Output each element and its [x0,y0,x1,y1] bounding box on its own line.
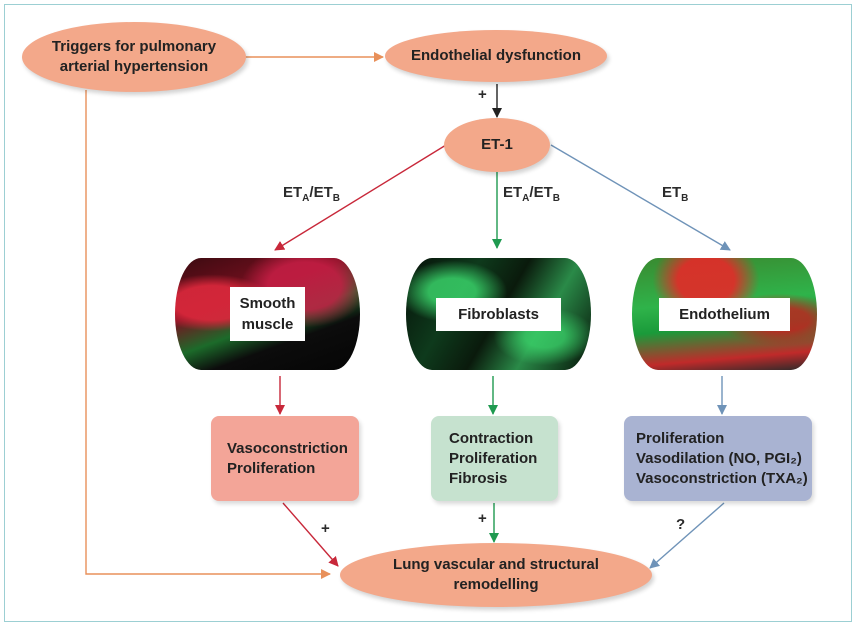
endothelium-label: Endothelium [659,297,790,331]
effect-contraction: Contraction [449,429,534,447]
endothelium-effects-box: Proliferation Vasodilation (NO, PGI₂) Va… [624,416,812,501]
remodelling-node: Lung vascular and structural remodelling [340,543,652,607]
effect-proliferation: Proliferation [227,459,316,477]
arrow-triggers-to-remodelling [85,90,331,579]
et1-node: ET-1 [444,118,550,172]
effect-proliferation: Proliferation [636,429,725,447]
fibroblasts-label: Fibroblasts [436,297,561,331]
plus-sign-center: + [478,510,487,527]
smooth-muscle-image: Smooth muscle [175,258,360,370]
arrow-et1-to-smooth-muscle [274,144,447,251]
endothelial-dysfunction-label: Endothelial dysfunction [410,47,581,64]
triggers-node: Triggers for pulmonary arterial hyperten… [22,22,246,92]
smooth-muscle-label: Smooth muscle [229,287,306,341]
remodelling-line-2: remodelling [453,576,539,593]
receptor-label-left: ETA/ETB [283,184,340,204]
arrow-et1-to-endothelium [550,144,731,251]
endothelial-dysfunction-node: Endothelial dysfunction [385,30,607,82]
effect-fibrosis: Fibrosis [449,469,508,487]
diagram-frame [4,4,852,622]
effect-vasoconstriction: Vasoconstriction [227,439,348,457]
smooth-muscle-effects-box: Vasoconstriction Proliferation [211,416,359,501]
effect-proliferation: Proliferation [449,449,538,467]
remodelling-line-1: Lung vascular and structural [393,556,599,573]
effect-vasoconstriction: Vasoconstriction (TXA₂) [636,469,808,487]
question-sign: ? [676,516,686,533]
plus-sign-left: + [321,520,330,537]
plus-sign-top: + [478,86,487,103]
fibroblasts-image: Fibroblasts [406,258,591,370]
receptor-label-right: ETB [662,184,689,204]
receptor-label-center: ETA/ETB [503,184,560,204]
arrow-endo-effects-to-remodelling [649,502,725,569]
arrow-smooth-effects-to-remodelling [282,502,339,567]
triggers-line-1: Triggers for pulmonary [51,38,217,55]
effect-vasodilation: Vasodilation (NO, PGI₂) [636,449,802,467]
et1-label: ET-1 [481,136,513,153]
triggers-line-2: arterial hypertension [59,58,209,75]
fibroblasts-effects-box: Contraction Proliferation Fibrosis [431,416,558,501]
endothelium-image: Endothelium [632,258,817,370]
